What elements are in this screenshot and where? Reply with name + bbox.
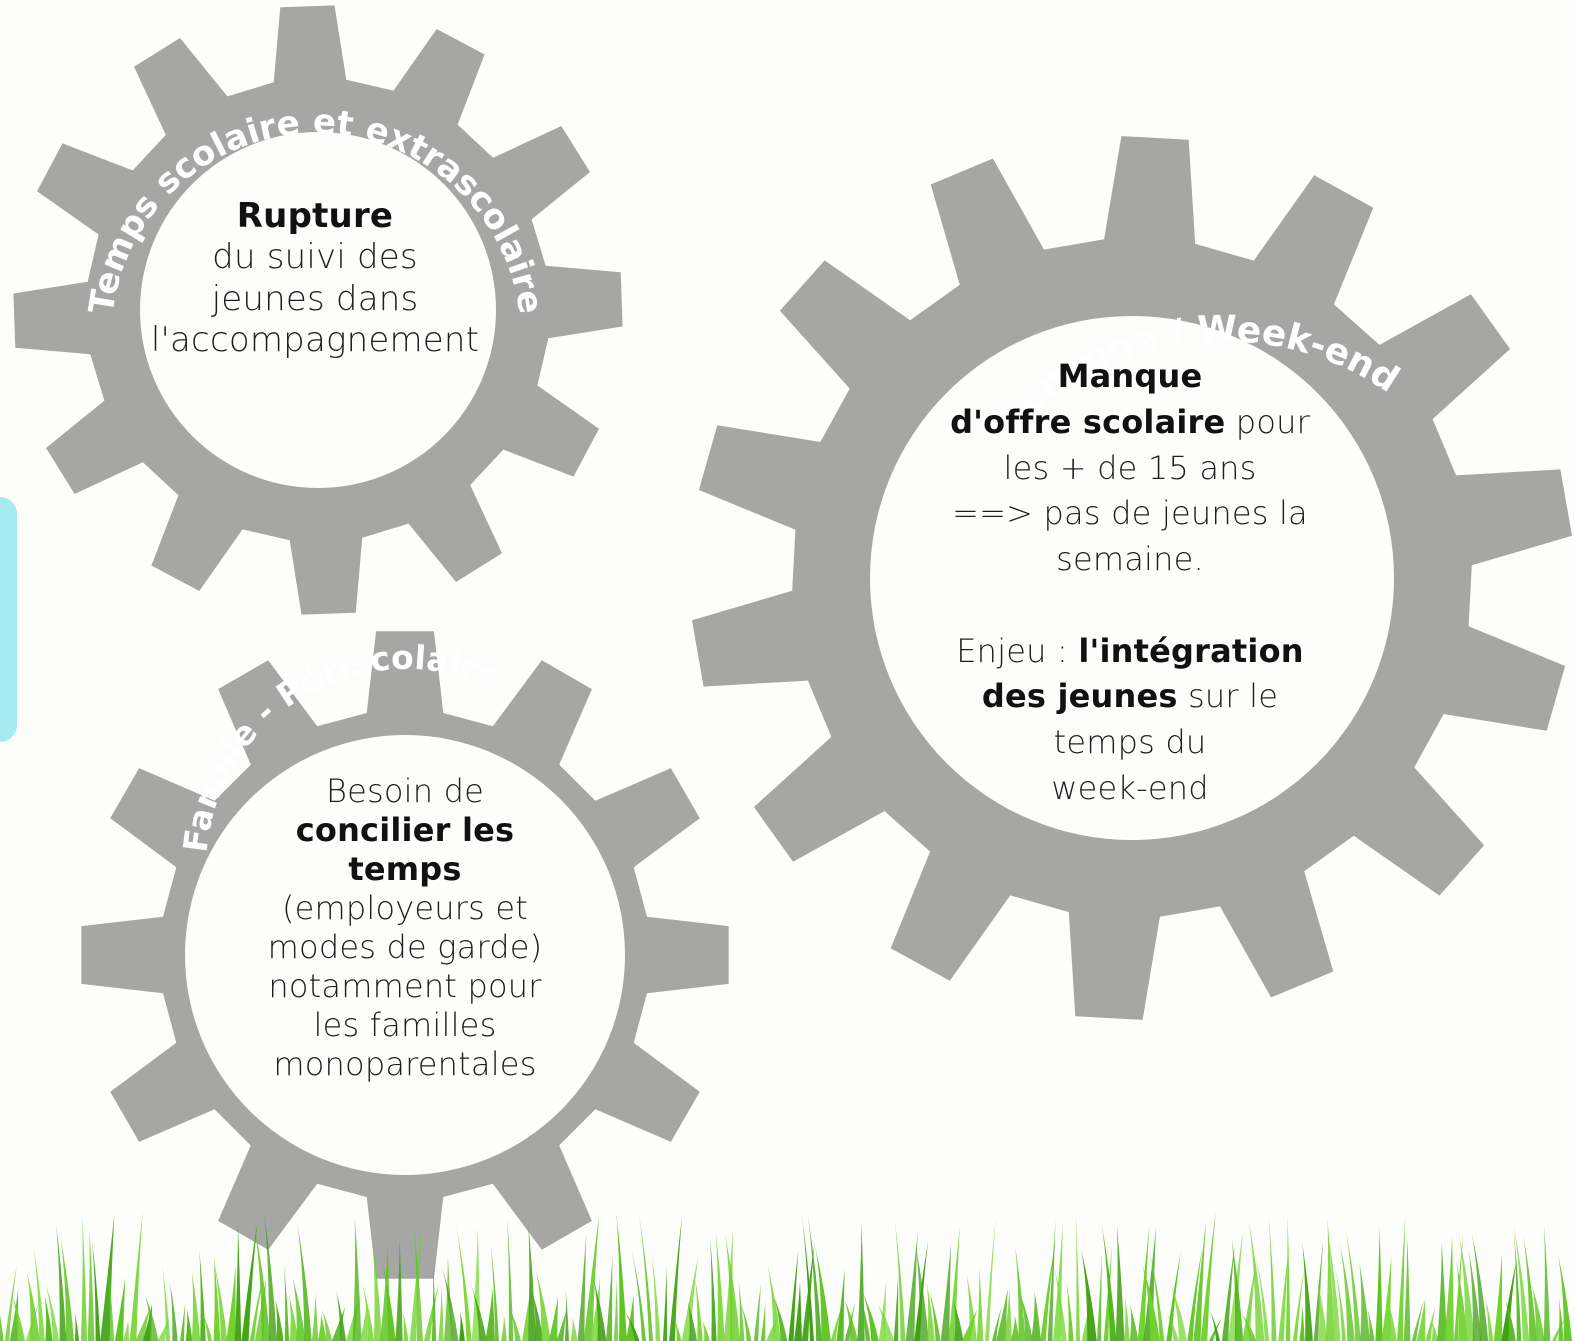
gear-text-line: Enjeu : l'intégration: [930, 629, 1330, 675]
line-text: les familles: [313, 1006, 497, 1045]
gear-text-line: ==> pas de jeunes la: [930, 491, 1330, 537]
line-text: ==> pas de jeunes la: [952, 494, 1308, 533]
gear-text-line: concilier les: [240, 811, 570, 850]
line-text: [1125, 586, 1135, 624]
line-text: modes de garde): [267, 928, 543, 967]
line-text: sur le: [1177, 677, 1279, 716]
gear-text-line: modes de garde): [240, 928, 570, 967]
line-bold: Rupture: [236, 196, 394, 236]
gear-text-line: l'accompagnement: [150, 320, 480, 361]
line-prefix: Enjeu :: [956, 631, 1079, 670]
line-text: notamment pour: [268, 967, 542, 1006]
line-text: (employeurs et: [281, 889, 529, 928]
gear-famille-periscolaire: Famille - Périscolaire: [81, 631, 729, 1279]
gear-text-line: semaine.: [930, 537, 1330, 583]
gear-text-line: temps: [240, 850, 570, 889]
line-text: week-end: [1051, 768, 1209, 807]
line-bold: l'intégration: [1078, 631, 1304, 670]
gear-text-line: d'offre scolaire pour: [930, 400, 1330, 446]
gear-text-line: du suivi des: [150, 237, 480, 278]
gear-semaine-weekend: Semaine / Week-end: [692, 136, 1572, 1020]
line-text: les + de 15 ans: [1003, 448, 1257, 487]
line-text: du suivi des: [212, 237, 418, 278]
line-text: Besoin de: [325, 772, 485, 810]
gear-hub: [185, 735, 625, 1175]
line-bold: des jeunes: [981, 677, 1178, 716]
gear-text-line: notamment pour: [240, 967, 570, 1006]
gear-text-line: les + de 15 ans: [930, 446, 1330, 492]
gear-text-line: jeunes dans: [150, 279, 480, 320]
gear-text-line: (employeurs et: [240, 889, 570, 928]
gear-hub: [140, 132, 496, 488]
side-accent-tab: [0, 497, 17, 742]
gear-hub: [870, 316, 1394, 840]
gear-text-line: Besoin de: [240, 772, 570, 811]
line-bold: temps: [348, 850, 462, 889]
line-text: monoparentales: [273, 1045, 537, 1084]
line-text: semaine.: [1056, 540, 1204, 578]
line-text: jeunes dans: [211, 278, 419, 319]
line-text: temps du: [1053, 723, 1207, 761]
line-text: pour: [1225, 402, 1310, 441]
gear-text-line: Manque: [930, 354, 1330, 400]
gear-text-line: temps du: [930, 720, 1330, 766]
line-text: l'accompagnement: [150, 320, 480, 361]
gear-text-line: Rupture: [150, 196, 480, 237]
line-bold: Manque: [1057, 357, 1203, 395]
gear-text-line: monoparentales: [240, 1045, 570, 1084]
line-bold: d'offre scolaire: [950, 402, 1226, 441]
gear-text-line: les familles: [240, 1006, 570, 1045]
gear-text-line: [930, 583, 1330, 629]
gear-text-line: week-end: [930, 766, 1330, 812]
gear-text-line: des jeunes sur le: [930, 674, 1330, 720]
line-bold: concilier les: [295, 811, 515, 850]
